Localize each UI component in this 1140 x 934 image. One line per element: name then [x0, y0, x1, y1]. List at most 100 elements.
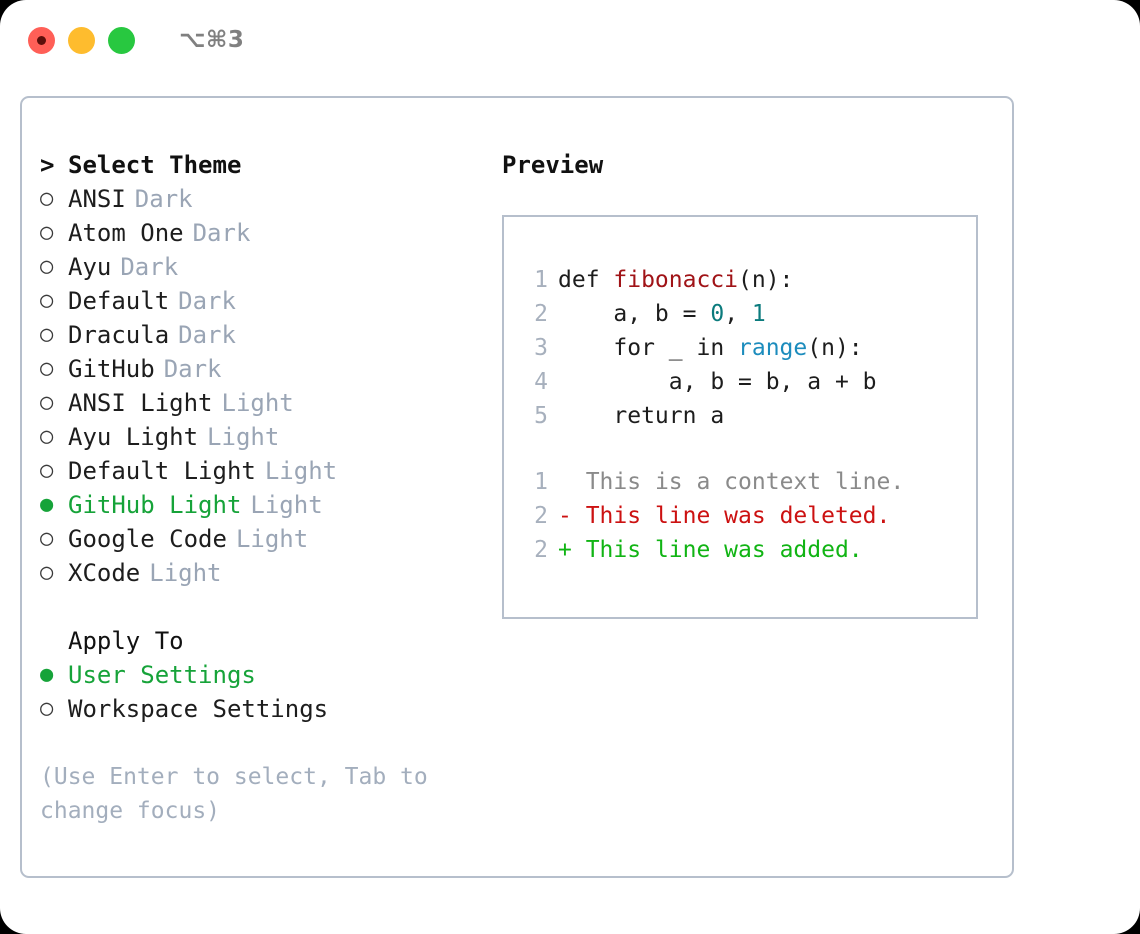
theme-variant-tag: Light: [149, 559, 222, 587]
code-line-text: a, b = b, a + b: [558, 365, 877, 399]
select-theme-header: > Select Theme: [40, 148, 480, 182]
theme-option-name: Default Light: [68, 457, 256, 485]
code-line-text: a, b = 0, 1: [558, 297, 766, 331]
code-token-plain: (n):: [807, 335, 863, 361]
line-number: 4: [534, 369, 548, 395]
line-number: 2: [534, 537, 548, 563]
code-token-fn: fibonacci: [613, 267, 739, 293]
theme-variant-tag: Dark: [178, 321, 236, 349]
theme-option-name: Dracula: [68, 321, 170, 349]
minimize-button[interactable]: [68, 26, 95, 54]
code-line-text: for _ in range(n):: [558, 331, 863, 365]
preview-title: Preview: [502, 151, 604, 179]
title-bar: ⌥⌘3: [0, 0, 1140, 80]
diff-line: 2- This line was deleted.: [522, 499, 976, 533]
radio-unselected-icon: ○: [40, 254, 54, 279]
code-token-plain: (n):: [738, 267, 794, 293]
radio-unselected-icon: ○: [40, 186, 54, 211]
line-number: 2: [534, 301, 548, 327]
code-token-plain: a, b =: [558, 301, 711, 327]
code-token-call: range: [738, 335, 808, 361]
code-token-plain: for _ in: [558, 335, 739, 361]
radio-unselected-icon: ○: [40, 390, 54, 415]
diff-line-text: This line was added.: [585, 537, 863, 563]
apply-to-option-name: Workspace Settings: [68, 695, 329, 723]
code-token-plain: def: [558, 267, 614, 293]
theme-option[interactable]: ○ Default Light Light: [40, 454, 480, 488]
theme-variant-tag: Dark: [120, 253, 179, 281]
diff-sign: +: [558, 537, 586, 563]
code-line-text: def fibonacci(n):: [558, 263, 793, 297]
theme-variant-tag: Dark: [192, 219, 251, 247]
theme-option-name: Atom One: [68, 219, 184, 247]
line-number: 5: [534, 403, 548, 429]
code-line: 3 for _ in range(n):: [522, 331, 976, 365]
code-token-plain: ,: [724, 301, 752, 327]
line-number: 3: [534, 335, 548, 361]
code-line: 1 def fibonacci(n):: [522, 263, 976, 297]
apply-to-option[interactable]: ○ Workspace Settings: [40, 692, 480, 726]
code-token-num: 1: [751, 301, 766, 327]
cursor-marker-icon: >: [40, 151, 55, 179]
radio-unselected-icon: ○: [40, 526, 54, 551]
theme-option-name: GitHub: [68, 355, 155, 383]
theme-option-name: Default: [68, 287, 170, 315]
apply-to-option[interactable]: ●User Settings: [40, 658, 480, 692]
theme-option[interactable]: ○ Dracula Dark: [40, 318, 480, 352]
radio-unselected-icon: ○: [40, 220, 54, 245]
code-token-plain: a, b = b, a + b: [558, 369, 877, 395]
theme-variant-tag: Light: [207, 423, 280, 451]
theme-option[interactable]: ● GitHub Light Light: [40, 488, 480, 522]
theme-option[interactable]: ○ XCode Light: [40, 556, 480, 590]
code-line: 2 a, b = 0, 1: [522, 297, 976, 331]
radio-unselected-icon: ○: [40, 458, 54, 483]
theme-variant-tag: Dark: [178, 287, 236, 315]
theme-variant-tag: Light: [264, 457, 338, 485]
theme-option-name: Google Code: [68, 525, 227, 553]
theme-option[interactable]: ○ Atom One Dark: [40, 216, 480, 250]
line-number: 2: [534, 503, 548, 529]
radio-unselected-icon: ○: [40, 560, 54, 585]
theme-variant-tag: Dark: [163, 355, 222, 383]
radio-unselected-icon: ○: [40, 356, 54, 381]
diff-line: 2 + This line was added.: [522, 533, 976, 567]
code-token-plain: return a: [558, 403, 725, 429]
radio-unselected-icon: ○: [40, 322, 54, 347]
theme-variant-tag: Light: [250, 491, 323, 519]
maximize-button[interactable]: [108, 26, 135, 54]
close-button[interactable]: [28, 26, 55, 54]
line-number: 1: [534, 267, 548, 293]
theme-option-name: Ayu Light: [68, 423, 199, 451]
diff-line-text: This is a context line.: [585, 469, 905, 495]
theme-option-name: XCode: [68, 559, 141, 587]
apply-to-label: Apply To: [68, 627, 184, 655]
diff-line-text: This line was deleted.: [585, 503, 891, 529]
diff-line: 1 This is a context line.: [522, 465, 976, 499]
theme-variant-tag: Light: [221, 389, 294, 417]
theme-variant-tag: Dark: [134, 185, 193, 213]
radio-selected-icon: ●: [40, 492, 54, 517]
radio-unselected-icon: ○: [40, 696, 54, 721]
theme-option-name: ANSI Light: [68, 389, 213, 417]
diff-sign: [558, 465, 586, 499]
theme-option[interactable]: ○ GitHub Dark: [40, 352, 480, 386]
code-line: 4 a, b = b, a + b: [522, 365, 976, 399]
keyboard-hint-text: (Use Enter to select, Tab to change focu…: [40, 764, 442, 824]
select-theme-label: Select Theme: [68, 151, 242, 179]
theme-option-name: GitHub Light: [68, 491, 242, 519]
apply-to-marker-spacer: [40, 624, 68, 658]
theme-option[interactable]: ○ ANSI Light Light: [40, 386, 480, 420]
code-token-num: 0: [710, 301, 725, 327]
window-controls: [28, 26, 135, 54]
